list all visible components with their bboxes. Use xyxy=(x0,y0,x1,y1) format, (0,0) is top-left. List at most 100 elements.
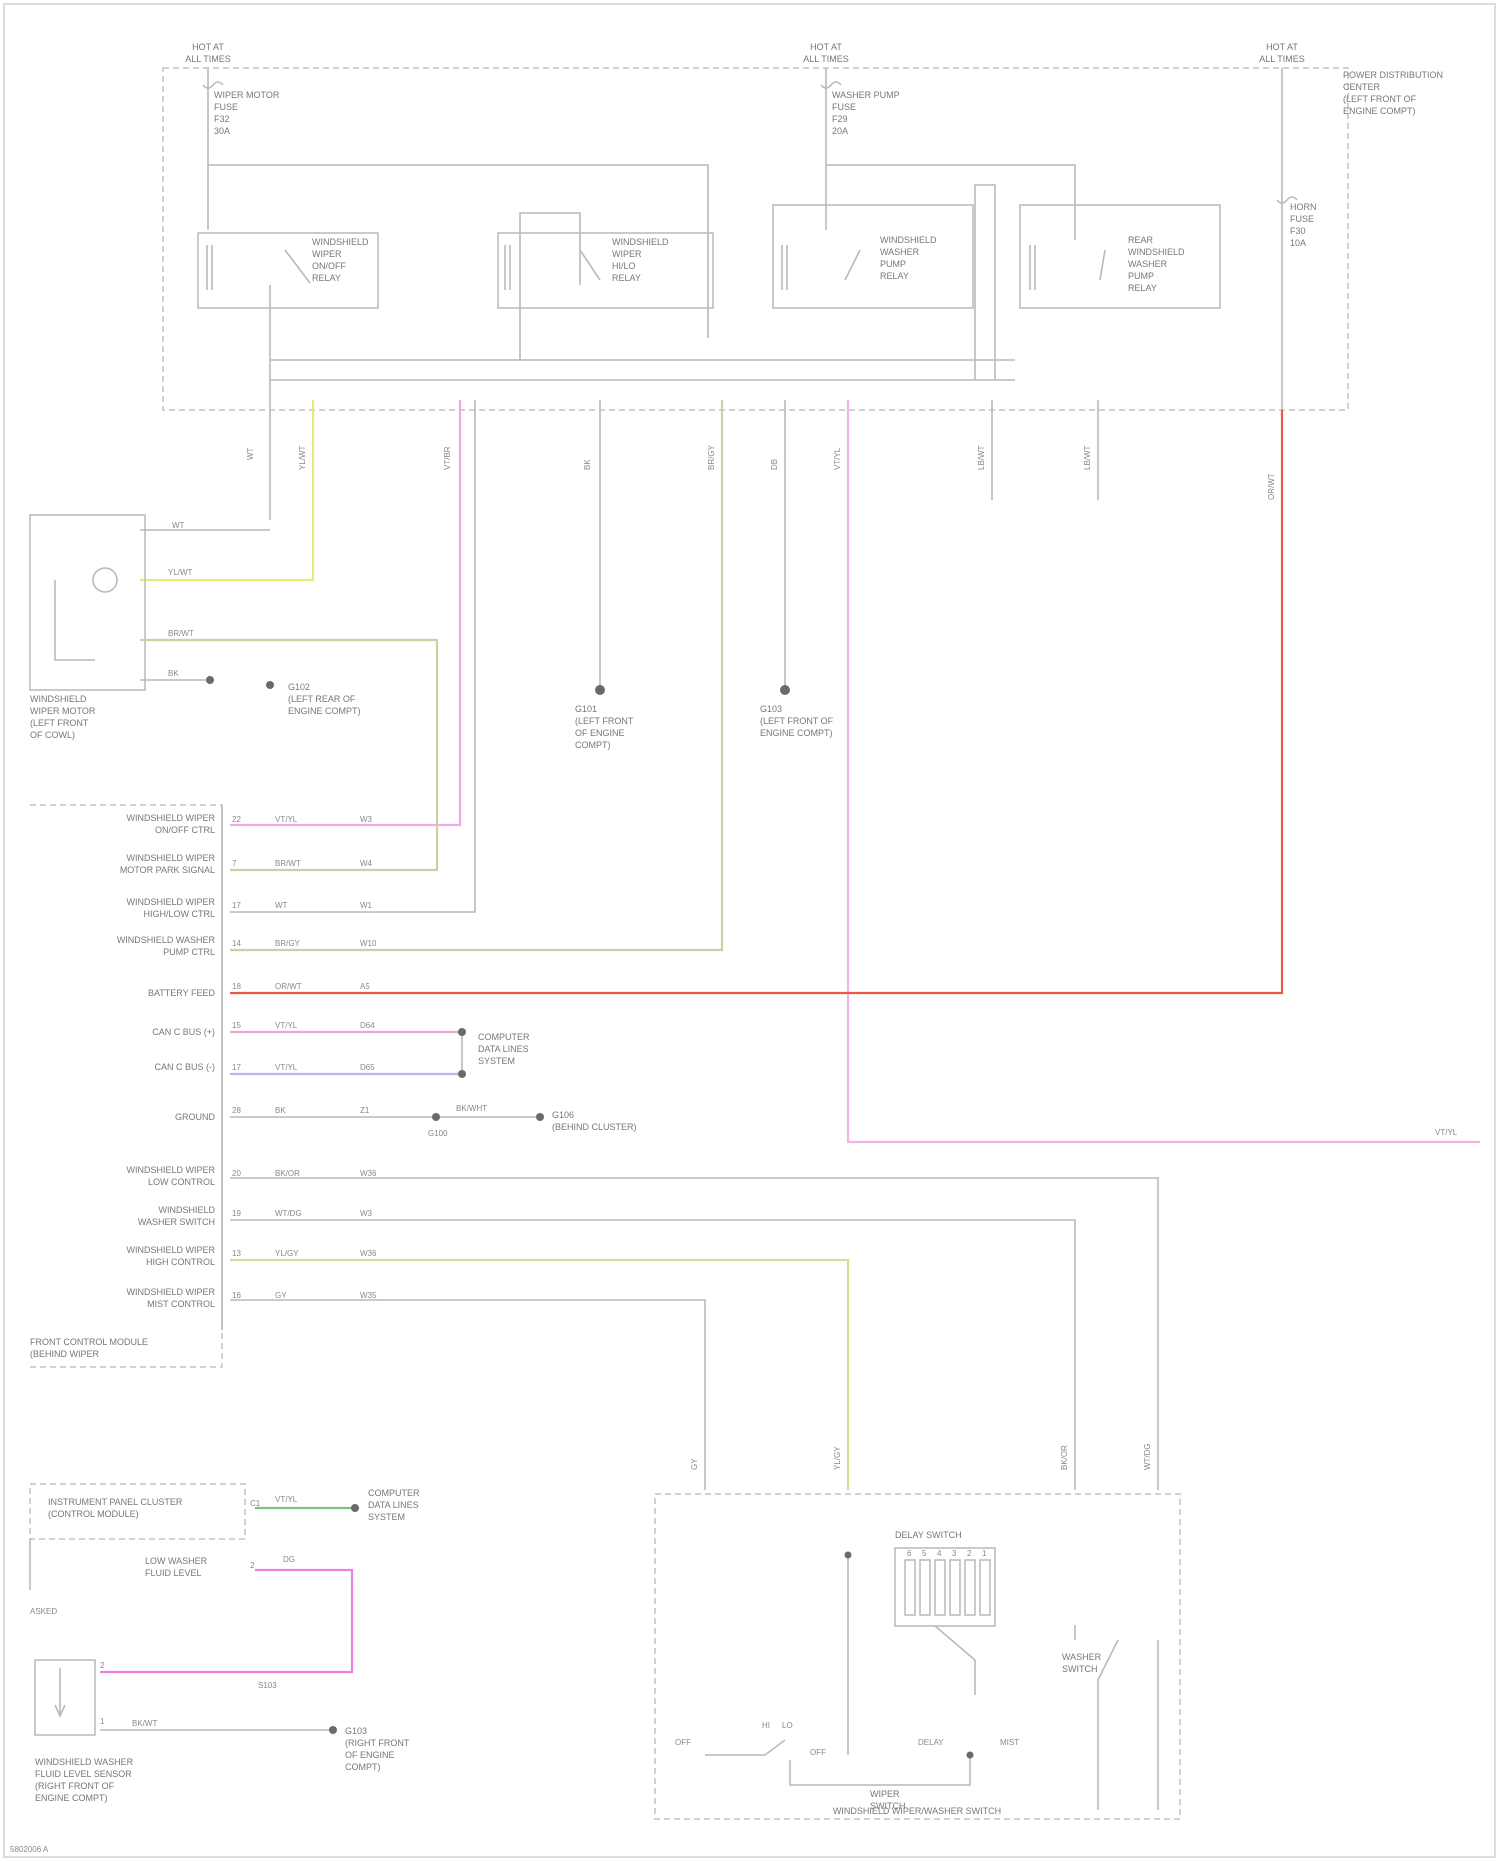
ground-symbol xyxy=(536,1113,544,1121)
module-circuit: W35 xyxy=(360,1291,377,1300)
pdc-label: ENGINE COMPT) xyxy=(1343,106,1416,116)
module-input-label: MIST CONTROL xyxy=(147,1299,215,1309)
module-row: CAN C BUS (-) 17 VT/YL D65 xyxy=(155,1062,376,1072)
pdc-wire-color: WT xyxy=(246,447,255,460)
sensor-switch-icon xyxy=(55,1668,65,1716)
wiper-motor-label: WINDSHIELD xyxy=(30,694,87,704)
ground-splice xyxy=(206,676,214,684)
ground-splice xyxy=(432,1113,440,1121)
module-pin: 13 xyxy=(232,1249,241,1258)
module-wire-color: GY xyxy=(275,1291,287,1300)
module-input-label: LOW CONTROL xyxy=(148,1177,215,1187)
module-wire-color: BK/OR xyxy=(275,1169,300,1178)
mist-label: OFF xyxy=(675,1738,691,1747)
module-input-label: WINDSHIELD WIPER xyxy=(126,853,215,863)
module-circuit: W10 xyxy=(360,939,377,948)
module-input-label: HIGH CONTROL xyxy=(146,1257,215,1267)
sensor-ground-dest: COMPT) xyxy=(345,1762,381,1772)
fuse-label: F30 xyxy=(1290,226,1306,236)
wiper-motor-label: (LEFT FRONT xyxy=(30,718,89,728)
pdc-label: (LEFT FRONT OF xyxy=(1343,94,1417,104)
washer-level-pin: 2 xyxy=(250,1561,255,1570)
resistor xyxy=(950,1560,960,1615)
module-wire-color: VT/YL xyxy=(275,1063,298,1072)
module-input-label: ON/OFF CTRL xyxy=(155,825,215,835)
relay-label: RELAY xyxy=(1128,283,1157,293)
module-pin: 17 xyxy=(232,901,241,910)
sensor-name: ENGINE COMPT) xyxy=(35,1793,108,1803)
ground-label: ENGINE COMPT) xyxy=(288,706,361,716)
wire-vt-br xyxy=(230,400,460,825)
pdc-wire-color: LB/WT xyxy=(977,445,986,470)
ground-symbol xyxy=(780,685,790,695)
position-label: MIST xyxy=(1000,1738,1019,1747)
sensor-ground-dest: G103 xyxy=(345,1726,367,1736)
pdc-wire-color: LB/WT xyxy=(1083,445,1092,470)
resistor-label: 6 xyxy=(907,1549,912,1558)
ground-label: OF ENGINE xyxy=(575,728,625,738)
module-pin: 17 xyxy=(232,1063,241,1072)
can-dest-label: DATA LINES xyxy=(478,1044,529,1054)
relay-label: RELAY xyxy=(880,271,909,281)
fuse-icon xyxy=(203,82,223,88)
pdc-wire-color: YL/WT xyxy=(298,445,307,470)
washer-level-label: FLUID LEVEL xyxy=(145,1568,202,1578)
cluster-pin: C1 xyxy=(250,1499,261,1508)
switch-node xyxy=(845,1552,852,1559)
can-splice-node xyxy=(458,1028,466,1036)
pdc-wire-color: DB xyxy=(770,459,779,470)
ground-splice-wire: BK/WHT xyxy=(456,1104,487,1113)
can-dest-label: COMPUTER xyxy=(478,1032,530,1042)
switch-wire-color: WT/DG xyxy=(1143,1443,1152,1470)
wire-or-wt xyxy=(230,410,1282,993)
relay-coil-icon xyxy=(1030,245,1035,290)
fuse-label: WASHER PUMP xyxy=(832,90,900,100)
relay-coil-icon xyxy=(207,245,212,290)
ground-symbol xyxy=(266,681,274,689)
relay-label: ON/OFF xyxy=(312,261,346,271)
module-circuit: W36 xyxy=(360,1169,377,1178)
wire-yl-wt xyxy=(140,400,313,580)
diagram-frame xyxy=(4,4,1495,1857)
module-row: WINDSHIELD WASHER PUMP CTRL 14 BR/GY W10 xyxy=(117,935,377,957)
pdc-wire-color: VT/BR xyxy=(443,446,452,470)
module-circuit: D65 xyxy=(360,1063,375,1072)
module-input-label: WINDSHIELD WIPER xyxy=(126,1245,215,1255)
ground-label: COMPT) xyxy=(575,740,611,750)
wiper-motor xyxy=(30,515,145,690)
side-tag: VT/YL xyxy=(1435,1128,1458,1137)
cluster-label: (CONTROL MODULE) xyxy=(48,1509,139,1519)
module-row: WINDSHIELD WASHER SWITCH 19 WT/DG W3 xyxy=(138,1205,373,1227)
fuse-label: 30A xyxy=(214,126,230,136)
pdc-wire-color: BK xyxy=(583,459,592,470)
wiper-motor-label: WIPER MOTOR xyxy=(30,706,96,716)
ground-symbol xyxy=(595,685,605,695)
ground-label: G103 xyxy=(760,704,782,714)
module-pin: 28 xyxy=(232,1106,241,1115)
relay-label: WINDSHIELD xyxy=(880,235,937,245)
bus-wire xyxy=(975,185,995,380)
ground-label: (LEFT FRONT xyxy=(575,716,634,726)
wire-vt-yl xyxy=(848,400,1480,1142)
module-circuit: A5 xyxy=(360,982,370,991)
module-pin: 22 xyxy=(232,815,241,824)
motor-pin-wire: WT xyxy=(172,521,185,530)
module-pin: 15 xyxy=(232,1021,241,1030)
module-row: BATTERY FEED 18 OR/WT A5 xyxy=(148,982,370,998)
module-row: WINDSHIELD WIPER LOW CONTROL 20 BK/OR W3… xyxy=(126,1165,377,1187)
relay-contact-icon xyxy=(285,250,1105,283)
resistor xyxy=(905,1560,915,1615)
washer-fluid-sensor xyxy=(35,1660,95,1735)
fuse-label: FUSE xyxy=(832,102,856,112)
module-circuit: W3 xyxy=(360,1209,373,1218)
module-wire-color: VT/YL xyxy=(275,815,298,824)
sensor-pin: 2 xyxy=(100,1661,105,1670)
wiper-washer-switch xyxy=(655,1494,1180,1819)
cluster-label: INSTRUMENT PANEL CLUSTER xyxy=(48,1497,183,1507)
position-label: DELAY xyxy=(918,1738,944,1747)
module-input-label: WINDSHIELD WIPER xyxy=(126,897,215,907)
module-wire-color: WT/DG xyxy=(275,1209,302,1218)
washer-switch-label: WASHER xyxy=(1062,1652,1102,1662)
bus-wire xyxy=(520,213,580,360)
relay-label: WASHER xyxy=(1128,259,1168,269)
